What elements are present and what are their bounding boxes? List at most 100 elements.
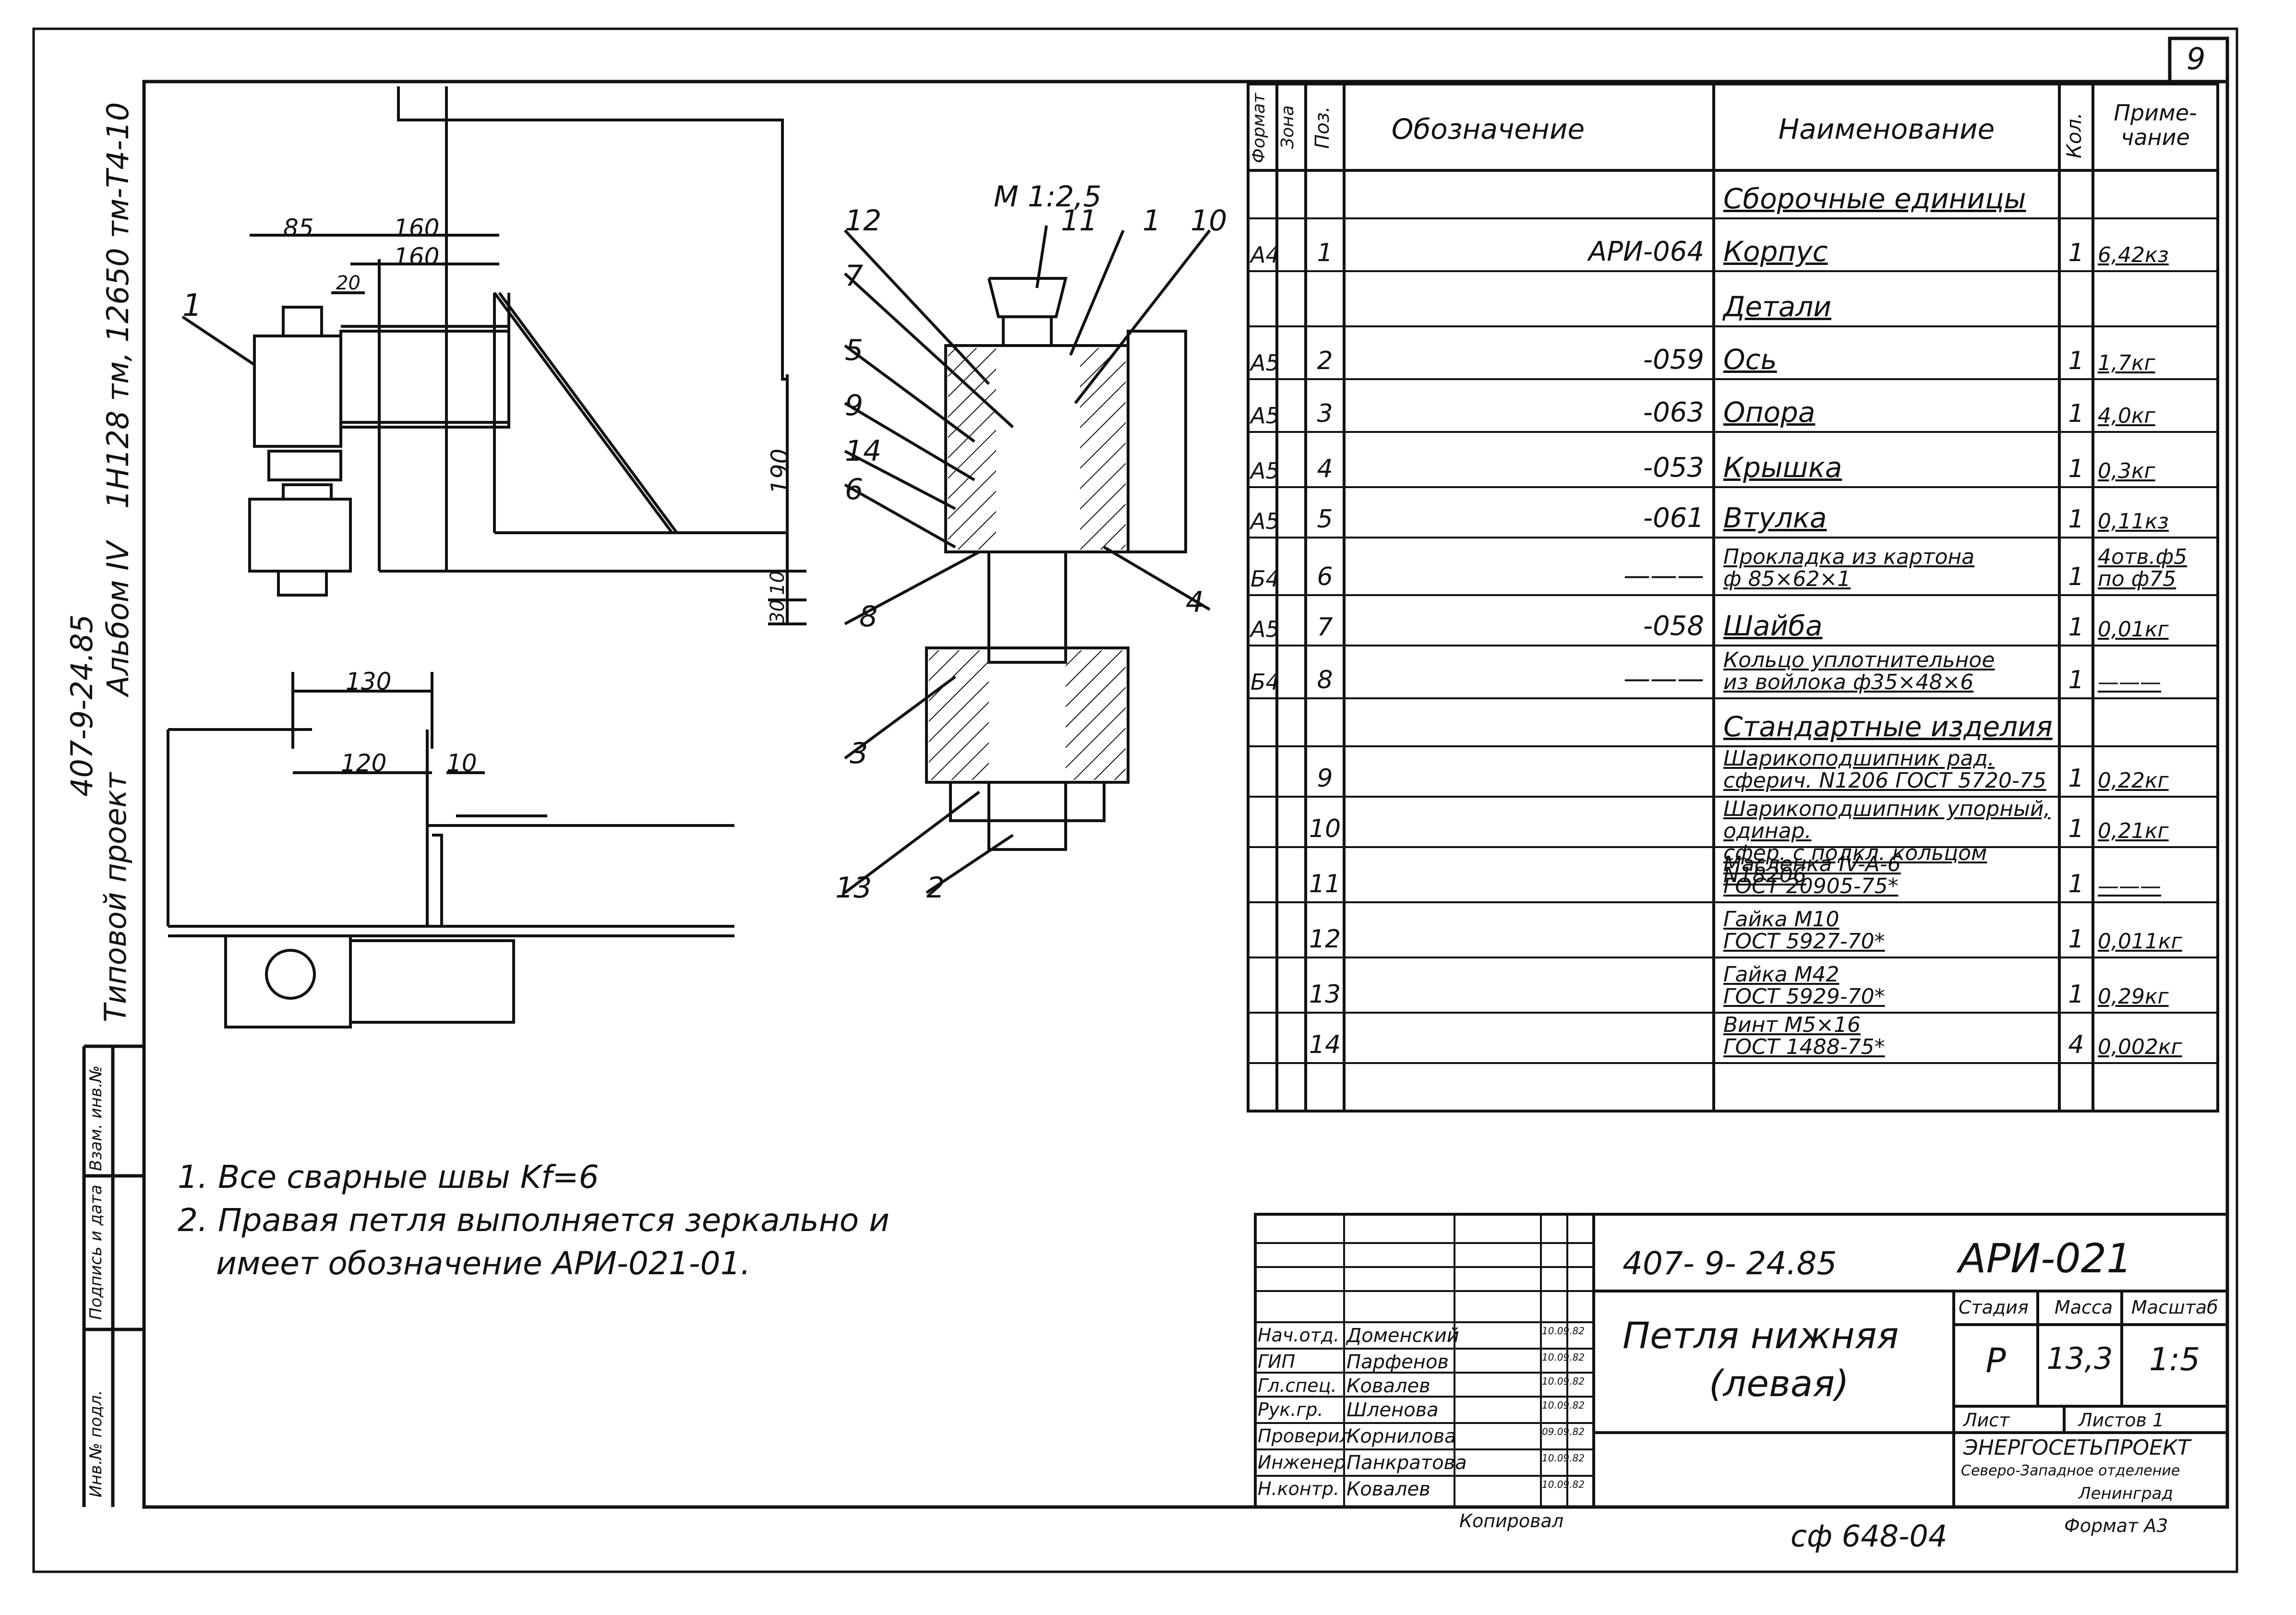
staff-role: Инженер	[1258, 1452, 1346, 1473]
callout-9: 9	[845, 389, 864, 422]
callout-11: 11	[1061, 204, 1098, 238]
staff-role: Н.контр.	[1258, 1478, 1340, 1499]
row-name: Детали	[1723, 290, 1832, 323]
stage-value: Р	[1985, 1341, 2006, 1380]
row-qty: 1	[2068, 870, 2084, 899]
row-name: Стандартные изделия	[1723, 710, 2053, 743]
note-3: имеет обозначение АРИ-021-01.	[216, 1245, 751, 1282]
callout-2: 2	[926, 871, 945, 905]
row-format: А5	[1250, 402, 1280, 429]
staff-date: 10.09.82	[1542, 1352, 1585, 1363]
row-name: Корпус	[1723, 235, 1828, 268]
row-format: А5	[1250, 457, 1280, 484]
row-note: 1,7кг	[2098, 350, 2155, 375]
refs-label: 1Н128 тм, 12650 тм-Т4-10	[100, 102, 135, 509]
staff-role: Нач.отд.	[1258, 1325, 1340, 1346]
project-code-label: 407-9-24.85	[64, 614, 99, 797]
scale-col-label: Масштаб	[2131, 1297, 2218, 1318]
staff-name: Панкратова	[1346, 1452, 1467, 1474]
row-name: Шайба	[1723, 610, 1823, 643]
row-pos: 13	[1309, 980, 1341, 1009]
callout-14: 14	[845, 434, 882, 468]
row-format: А5	[1250, 508, 1280, 534]
staff-role: Проверил	[1258, 1425, 1351, 1447]
row-pos: 2	[1317, 347, 1333, 376]
row-name: Гайка М10 ГОСТ 5927-70*	[1723, 907, 1885, 954]
dim-30: 30	[767, 599, 789, 624]
staff-date: 10.09.82	[1542, 1376, 1585, 1387]
header-pos: Поз.	[1311, 106, 1334, 149]
row-note: 4отв.ф5 по ф75	[2098, 544, 2188, 591]
dim-160-a: 160	[394, 214, 440, 242]
callout-3: 3	[850, 737, 868, 770]
callout-6: 6	[845, 473, 864, 506]
row-qty: 1	[2068, 764, 2084, 793]
row-pos: 4	[1317, 455, 1333, 484]
row-name: Шарикоподшипник рад. сферич. N1206 ГОСТ …	[1723, 746, 2046, 793]
row-qty: 1	[2068, 613, 2084, 642]
callout-5: 5	[845, 334, 864, 367]
row-name: Гайка М42 ГОСТ 5929-70*	[1723, 962, 1885, 1009]
header-note: Приме- чание	[2114, 100, 2197, 150]
callout-13: 13	[835, 871, 872, 905]
project-type-label: Типовой проект	[98, 772, 133, 1022]
stage-label: Стадия	[1959, 1297, 2029, 1318]
staff-date: 10.09.82	[1542, 1400, 1585, 1411]
row-pos: 8	[1317, 666, 1333, 695]
callout-1-left: 1	[182, 288, 202, 323]
dim-160-b: 160	[394, 243, 440, 271]
row-qty: 1	[2068, 455, 2084, 484]
row-pos: 12	[1309, 925, 1341, 954]
sheets-label: Листов 1	[2079, 1410, 2164, 1431]
staff-name: Корнилова	[1346, 1425, 1456, 1448]
staff-role: Рук.гр.	[1258, 1399, 1323, 1420]
row-qty: 1	[2068, 239, 2084, 268]
row-designation: -061	[1643, 502, 1704, 534]
row-note: 0,21кг	[2098, 818, 2169, 843]
callout-10: 10	[1190, 204, 1227, 238]
row-pos: 10	[1309, 814, 1341, 844]
row-format: Б4	[1250, 565, 1280, 592]
row-pos: 14	[1309, 1030, 1341, 1060]
staff-name: Парфенов	[1346, 1351, 1449, 1373]
dim-85: 85	[283, 214, 314, 242]
row-designation: -059	[1643, 344, 1704, 376]
scale-value: 1:5	[2149, 1341, 2200, 1378]
org-line-3: Ленинград	[2079, 1484, 2173, 1503]
row-qty: 1	[2068, 666, 2084, 695]
row-qty: 1	[2068, 347, 2084, 376]
dim-190: 190	[766, 448, 794, 494]
row-note: 4,0кг	[2098, 403, 2155, 428]
row-format: А5	[1250, 616, 1280, 642]
callout-8: 8	[859, 600, 878, 634]
staff-name: Доменский	[1346, 1325, 1459, 1347]
staff-name: Ковалев	[1346, 1478, 1430, 1500]
row-note: 0,11кз	[2098, 509, 2169, 534]
staff-role: Гл.спец.	[1258, 1375, 1337, 1396]
sheet-label: Лист	[1963, 1410, 2010, 1431]
row-pos: 5	[1317, 505, 1333, 534]
org-line-2: Северо-Западное отделение	[1961, 1462, 2180, 1479]
format-label: Формат А3	[2064, 1515, 2168, 1536]
row-qty: 4	[2068, 1030, 2084, 1060]
row-note: 0,29кг	[2098, 984, 2169, 1009]
row-note: 0,3кг	[2098, 458, 2155, 483]
note-2: 2. Правая петля выполняется зеркально и	[178, 1202, 890, 1239]
row-qty: 1	[2068, 980, 2084, 1009]
mass-value: 13,3	[2046, 1341, 2113, 1376]
dim-10: 10	[767, 571, 789, 595]
row-name: Винт М5×16 ГОСТ 1488-75*	[1723, 1012, 1885, 1059]
org-line-1: ЭНЕРГОСЕТЬПРОЕКТ	[1963, 1436, 2191, 1460]
row-note: ———	[2098, 670, 2161, 694]
row-designation: АРИ-064	[1588, 236, 1704, 268]
row-note: ———	[2098, 873, 2161, 898]
scale-label: М 1:2,5	[994, 180, 1102, 214]
row-note: 0,002кг	[2098, 1034, 2182, 1059]
row-qty: 1	[2068, 925, 2084, 954]
title-project-code: 407- 9- 24.85	[1623, 1245, 1837, 1282]
dim-130: 130	[346, 668, 392, 695]
row-pos: 9	[1317, 764, 1333, 793]
row-designation: ———	[1623, 663, 1704, 695]
callout-12: 12	[845, 204, 882, 238]
